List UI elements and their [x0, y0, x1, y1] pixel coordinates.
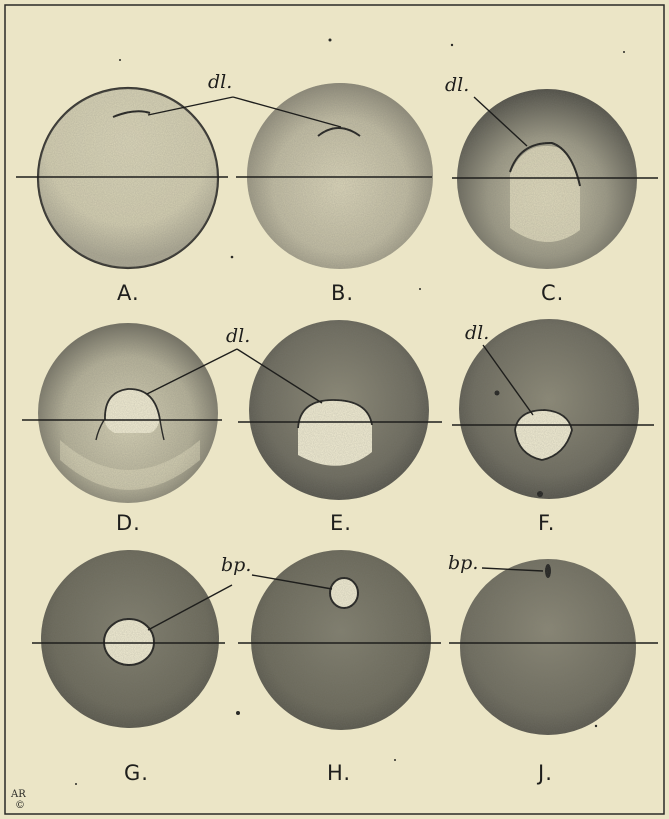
figure-label-b: B.	[331, 281, 354, 305]
label-dl-c: dl.	[445, 74, 469, 96]
figure-label-f: F.	[538, 511, 555, 535]
label-dl-f: dl.	[465, 322, 489, 344]
figure-label-a: A.	[117, 281, 140, 305]
artist-monogram: AR	[11, 790, 26, 800]
figure-label-j: J.	[538, 761, 553, 785]
label-bp-j: bp.	[448, 552, 478, 574]
figure-label-h: H.	[327, 761, 351, 785]
label-dl-row2: dl.	[226, 325, 250, 347]
stipple-texture	[38, 83, 639, 735]
figure-label-e: E.	[330, 511, 352, 535]
label-dl-row1: dl.	[208, 71, 232, 93]
label-bp-row3: bp.	[221, 554, 251, 576]
figure-label-d: D.	[116, 511, 141, 535]
figure-label-g: G.	[124, 761, 149, 785]
copyright-symbol: ©	[15, 801, 25, 811]
figure-label-c: C.	[541, 281, 564, 305]
